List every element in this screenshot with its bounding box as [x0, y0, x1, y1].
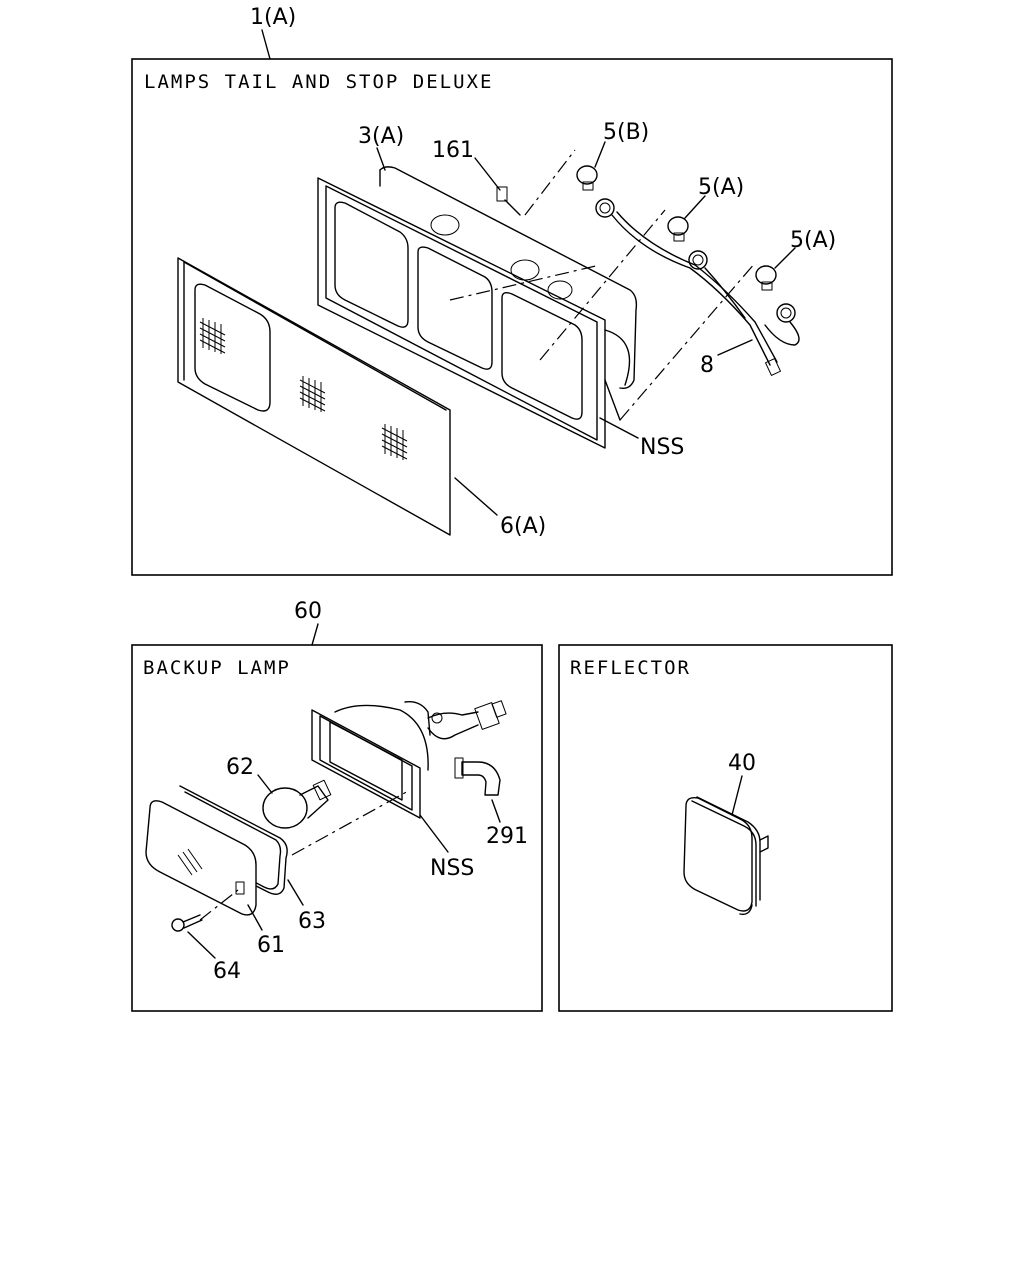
tail-lamp-lens	[177, 257, 451, 536]
callout-nss-backup: NSS	[430, 856, 474, 881]
callout-3a: 3(A)	[358, 124, 404, 149]
panel-title-tail-stop: LAMPS TAIL AND STOP DELUXE	[144, 71, 493, 93]
callout-63: 63	[298, 909, 326, 934]
callout-5b: 5(B)	[603, 120, 649, 145]
callout-64: 64	[213, 959, 241, 984]
panel-title-reflector: REFLECTOR	[570, 657, 691, 679]
lens-hatch	[199, 318, 408, 460]
screw-64	[171, 914, 203, 932]
panel-reflector: REFLECTOR 40	[558, 644, 893, 1012]
connector-291	[454, 757, 501, 796]
screw-161	[496, 186, 521, 216]
callout-62: 62	[226, 755, 254, 780]
callout-6a: 6(A)	[500, 514, 546, 539]
panel-tail-stop: LAMPS TAIL AND STOP DELUXE 1(A)	[131, 5, 893, 576]
callout-8: 8	[700, 353, 714, 378]
callout-291: 291	[486, 824, 528, 849]
callout-161: 161	[432, 138, 474, 163]
reflector-40	[683, 796, 769, 915]
backup-lamp-housing	[311, 700, 507, 819]
panel-title-backup: BACKUP LAMP	[143, 657, 291, 679]
callout-assembly-1a: 1(A)	[250, 5, 296, 30]
bulb-5a-upper	[667, 216, 689, 242]
bulb-5b	[576, 165, 598, 191]
panel-backup-lamp: BACKUP LAMP 60	[131, 599, 543, 1012]
gasket-63	[174, 785, 288, 895]
tail-lamp-housing	[317, 166, 638, 449]
callout-5a-lower: 5(A)	[790, 228, 836, 253]
callout-nss-tail: NSS	[640, 435, 684, 460]
callout-5a-upper: 5(A)	[698, 175, 744, 200]
bulb-62	[262, 779, 332, 829]
backup-lens-61	[145, 800, 257, 916]
callout-40: 40	[728, 751, 756, 776]
callout-assembly-60: 60	[294, 599, 322, 624]
wire-harness-8	[595, 198, 800, 376]
bulb-5a-lower	[755, 265, 777, 291]
callout-61: 61	[257, 933, 285, 958]
